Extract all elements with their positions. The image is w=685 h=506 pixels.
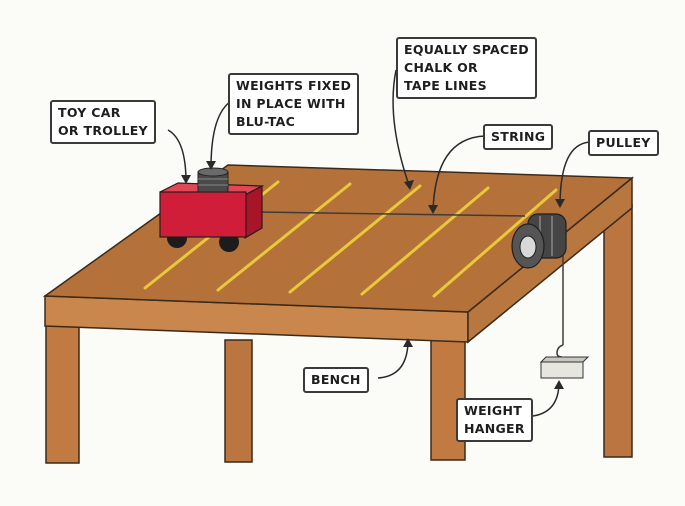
arrow-pulley (559, 141, 591, 207)
arrowhead (181, 175, 191, 184)
pulley (511, 213, 567, 269)
leg-back-right (603, 204, 633, 458)
label-toy-car: TOY CAR OR TROLLEY (50, 100, 156, 144)
leg-front-left (45, 324, 80, 464)
label-bench: BENCH (303, 367, 369, 393)
arrow-bench (377, 339, 409, 379)
arrow-chalk (392, 69, 411, 189)
label-string: STRING (483, 124, 554, 150)
label-pulley: PULLEY (588, 130, 659, 156)
leg-back-left (224, 339, 253, 463)
string (257, 211, 526, 217)
car-body (159, 191, 247, 238)
weight-top (197, 167, 229, 177)
arrowhead (404, 180, 414, 190)
toy-car (159, 167, 265, 252)
arrow-toy-car (167, 129, 187, 183)
label-chalk-lines: EQUALLY SPACED CHALK OR TAPE LINES (396, 37, 537, 99)
weight-hanger (539, 344, 590, 379)
arrow-heads (181, 161, 565, 389)
label-weights-fixed: WEIGHTS FIXED IN PLACE WITH BLU-TAC (228, 73, 360, 135)
hanger-body (540, 361, 584, 379)
chalk-line (360, 186, 490, 296)
chalk-line (432, 188, 558, 298)
leader-arrows (167, 69, 591, 417)
arrowhead (554, 380, 564, 389)
arrow-string (432, 135, 486, 213)
hanger-hook (556, 344, 564, 358)
arrowhead (206, 161, 216, 170)
hanger-top (539, 356, 590, 363)
chalk-line (288, 184, 422, 294)
chalk-line (216, 182, 352, 292)
pulley-axle (519, 235, 537, 259)
arrowhead (403, 338, 413, 347)
arrowhead (428, 205, 438, 214)
label-weight-hanger: WEIGHT HANGER (456, 398, 533, 442)
arrowhead (555, 199, 565, 208)
